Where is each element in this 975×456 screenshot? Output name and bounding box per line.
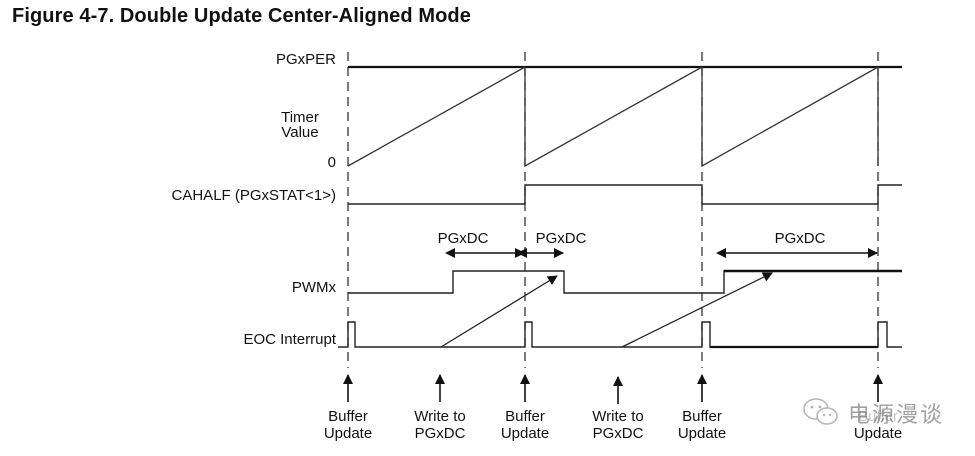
figure-title: Figure 4-7. Double Update Center-Aligned… bbox=[12, 5, 471, 27]
watermark: 电源漫谈 bbox=[802, 397, 944, 429]
pwmx-waveform bbox=[348, 270, 902, 294]
watermark-text: 电源漫谈 bbox=[848, 403, 945, 428]
pgxdc-label-2: PGxDC bbox=[536, 230, 587, 247]
event-5-line1: Buffer bbox=[682, 408, 722, 425]
wechat-icon bbox=[803, 398, 838, 425]
timer-sawtooth bbox=[347, 65, 879, 168]
event-4-line2: PGxDC bbox=[593, 425, 644, 442]
pgxdc-label-3: PGxDC bbox=[775, 230, 826, 247]
period-markers bbox=[347, 52, 879, 368]
event-6-line2: Update bbox=[854, 425, 902, 442]
event-1-line2: Update bbox=[324, 425, 372, 442]
event-2-line1: Write to bbox=[414, 408, 465, 425]
cahalf-waveform bbox=[348, 184, 902, 205]
event-6-line1: Buffer bbox=[858, 408, 898, 425]
event-3-line1: Buffer bbox=[505, 408, 545, 425]
event-2-line2: PGxDC bbox=[415, 425, 466, 442]
label-timer-value-1: Timer bbox=[281, 109, 319, 126]
label-pwmx: PWMx bbox=[292, 279, 337, 296]
event-labels: Buffer Update Write to PGxDC Buffer Upda… bbox=[324, 408, 902, 442]
write-effect-arrow-2 bbox=[621, 272, 773, 348]
event-5-line2: Update bbox=[678, 425, 726, 442]
eoc-waveform bbox=[338, 321, 902, 348]
label-zero: 0 bbox=[328, 154, 336, 171]
event-3-line2: Update bbox=[501, 425, 549, 442]
label-eoc-interrupt: EOC Interrupt bbox=[243, 331, 336, 348]
event-4-line1: Write to bbox=[592, 408, 643, 425]
label-pgxper: PGxPER bbox=[276, 51, 336, 68]
event-1-line1: Buffer bbox=[328, 408, 368, 425]
pgxdc-label-1: PGxDC bbox=[438, 230, 489, 247]
label-timer-value-2: Value bbox=[281, 124, 318, 141]
label-cahalf: CAHALF (PGxSTAT<1>) bbox=[172, 187, 336, 204]
event-arrows bbox=[343, 374, 883, 404]
write-effect-arrow-1 bbox=[440, 275, 558, 348]
